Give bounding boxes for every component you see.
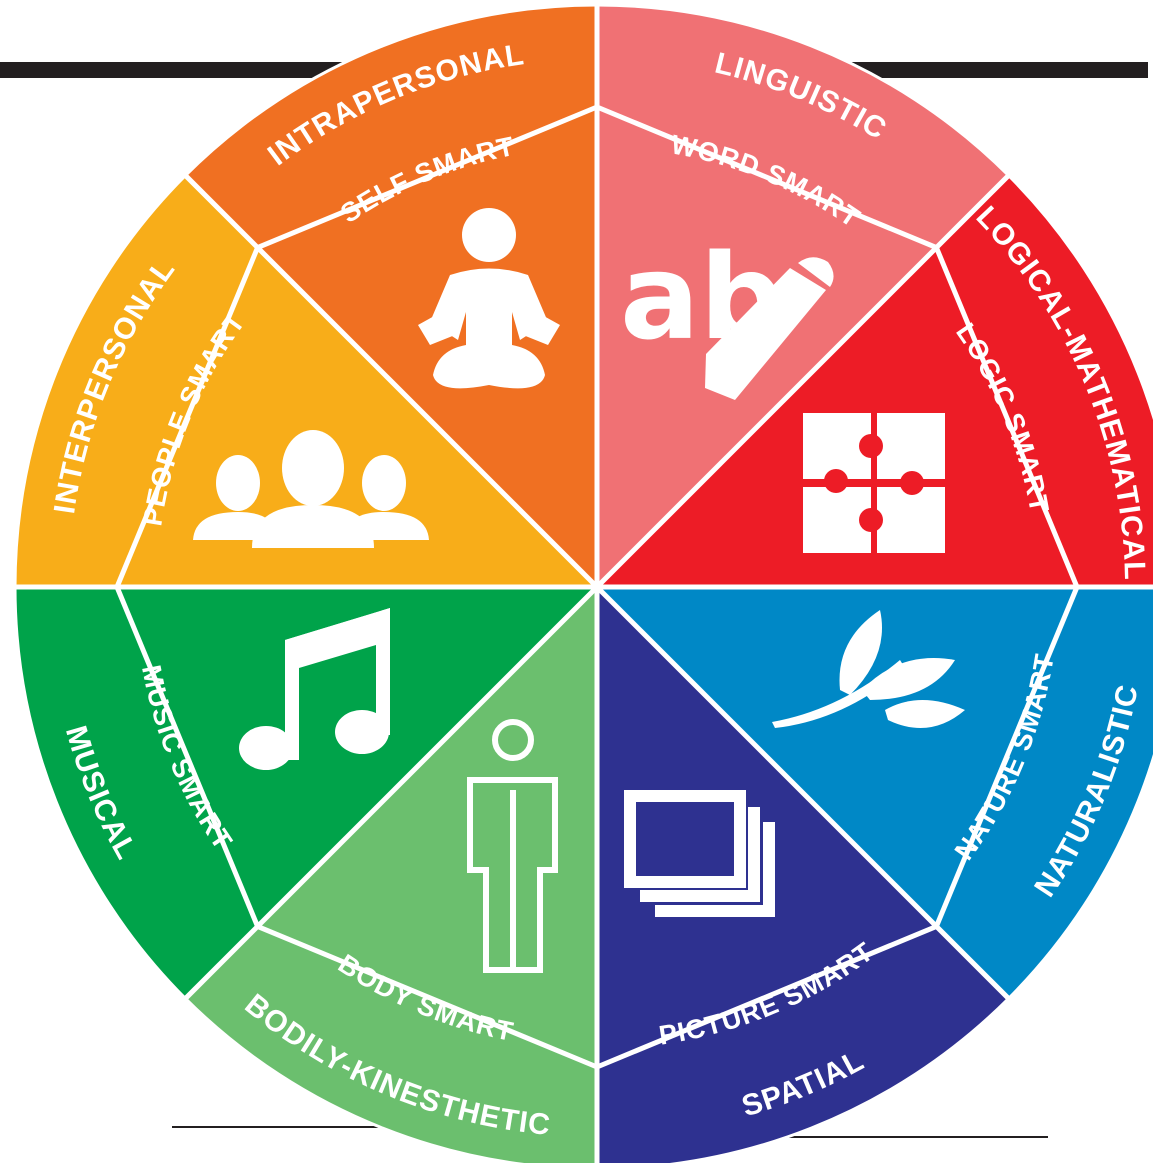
meditation-icon [418, 208, 560, 389]
pictures-icon [624, 790, 775, 917]
divider [182, 585, 599, 1002]
segment-chord-bodily [256, 924, 598, 1070]
wheel-rim [13, 3, 1153, 1163]
divider [595, 172, 1012, 589]
segment-chord-spatial [596, 924, 938, 1070]
puzzle-icon [803, 413, 945, 553]
leaf-icon [772, 610, 965, 728]
segment-logical [597, 175, 1153, 587]
divider [595, 585, 1012, 1002]
body-icon [467, 719, 558, 973]
segment-spatial [597, 587, 1009, 1163]
segment-chord-musical [114, 586, 260, 928]
segment-chord-logical [934, 246, 1080, 588]
segment-chord-linguistic [596, 104, 938, 250]
divider [182, 172, 599, 589]
ab-pencil-icon: ab [620, 228, 834, 400]
music-note-icon [239, 608, 390, 770]
people-icon [193, 430, 429, 548]
segment-chord-intrapersonal [256, 104, 598, 250]
segment-chord-naturalistic [934, 586, 1080, 928]
segment-chord-interpersonal [114, 246, 260, 588]
segment-naturalistic [597, 587, 1153, 999]
